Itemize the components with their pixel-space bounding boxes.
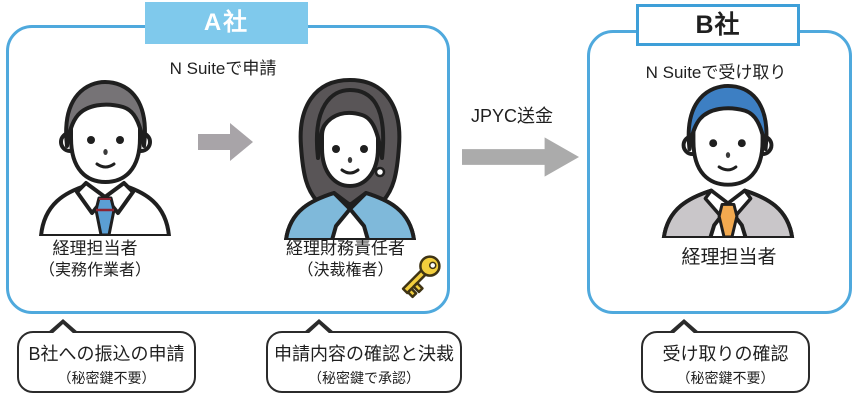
callout-tail — [668, 319, 700, 335]
worker-role-line2: （実務作業者） — [38, 262, 151, 279]
callout-approve: 申請内容の確認と決裁 （秘密鍵で承認） — [266, 319, 462, 393]
company-b-header: B社 — [636, 4, 800, 46]
approver-avatar — [270, 74, 430, 242]
receiver-role-label: 経理担当者 — [681, 247, 777, 268]
approver-role-line1: 経理財務責任者 — [286, 239, 405, 258]
callout-receive-line1: 受け取りの確認 — [662, 344, 789, 364]
worker-role-label: 経理担当者 （実務作業者） — [5, 238, 185, 282]
callout-receive: 受け取りの確認 （秘密鍵不要） — [641, 319, 810, 393]
receiver-avatar — [653, 80, 803, 240]
approver-role-label: 経理財務責任者 （決裁権者） — [258, 238, 433, 282]
company-a-subtitle: N Suiteで申請 — [169, 59, 277, 78]
key-icon — [397, 250, 443, 302]
callout-approve-line1: 申請内容の確認と決裁 — [274, 344, 454, 364]
callout-tail — [47, 319, 79, 335]
callout-tail — [303, 319, 335, 335]
approver-role-line2: （決裁権者） — [297, 262, 394, 279]
worker-role-line1: 経理担当者 — [52, 239, 138, 258]
callout-apply-line2: （秘密鍵不要） — [57, 370, 156, 386]
transfer-label: JPYC送金 — [470, 106, 553, 126]
transfer-arrow-icon — [462, 136, 580, 178]
callout-apply: B社への振込の申請 （秘密鍵不要） — [17, 319, 196, 393]
callout-apply-line1: B社への振込の申請 — [28, 344, 185, 364]
company-b-subtitle: N Suiteで受け取り — [645, 63, 787, 82]
callout-receive-line2: （秘密鍵不要） — [676, 370, 775, 386]
flow-arrow-icon — [198, 122, 254, 162]
callout-approve-line2: （秘密鍵で承認） — [308, 370, 420, 386]
company-a-header: A社 — [145, 2, 308, 44]
worker-avatar — [33, 74, 178, 238]
